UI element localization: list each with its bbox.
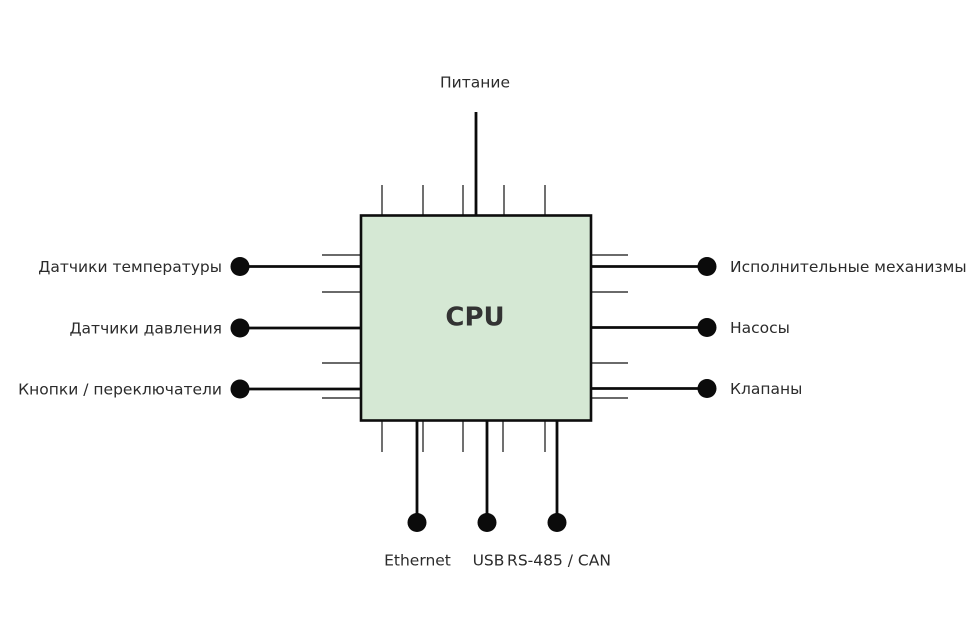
port-pumps: Насосы [591,318,790,337]
port-node-dot [230,318,250,338]
port-node-dot [697,257,717,276]
chip-pin-stubs-right [591,254,628,399]
chip-pin-stubs-top [381,185,546,215]
cpu-chip-body [359,214,593,422]
port-label-buttons-switches: Кнопки / переключатели [18,381,222,399]
chip-pin-stubs-left [322,254,361,399]
port-actuators: Исполнительные механизмы [591,257,967,276]
port-label-usb: USB [473,552,505,570]
port-label-actuators: Исполнительные механизмы [730,258,967,276]
port-node-dot [407,513,427,532]
chip-pin-stubs-bottom [381,421,546,452]
port-label-pumps: Насосы [730,319,790,337]
port-rs485-can: RS-485 / CAN [507,420,611,570]
port-label-pressure-sensors: Датчики давления [69,320,222,338]
port-pressure-sensors: Датчики давления [69,318,361,338]
cpu-chip: CPU [359,214,593,422]
port-buttons-switches: Кнопки / переключатели [18,379,361,399]
power-label: Питание [440,74,510,92]
port-label-valves: Клапаны [730,380,802,398]
port-node-dot [697,318,717,337]
port-label-temperature-sensors: Датчики температуры [38,258,222,276]
port-label-ethernet: Ethernet [384,552,451,570]
power-connector: Питание [440,74,510,216]
port-label-rs485-can: RS-485 / CAN [507,552,611,570]
port-node-dot [230,257,250,276]
port-node-dot [547,513,567,532]
cpu-chip-label: CPU [445,303,504,333]
port-ethernet: Ethernet [384,420,451,570]
port-valves: Клапаны [591,379,802,398]
port-temperature-sensors: Датчики температуры [38,257,361,276]
port-usb: USB [473,420,505,570]
port-node-dot [697,379,717,398]
port-node-dot [477,513,497,532]
port-node-dot [230,379,250,399]
